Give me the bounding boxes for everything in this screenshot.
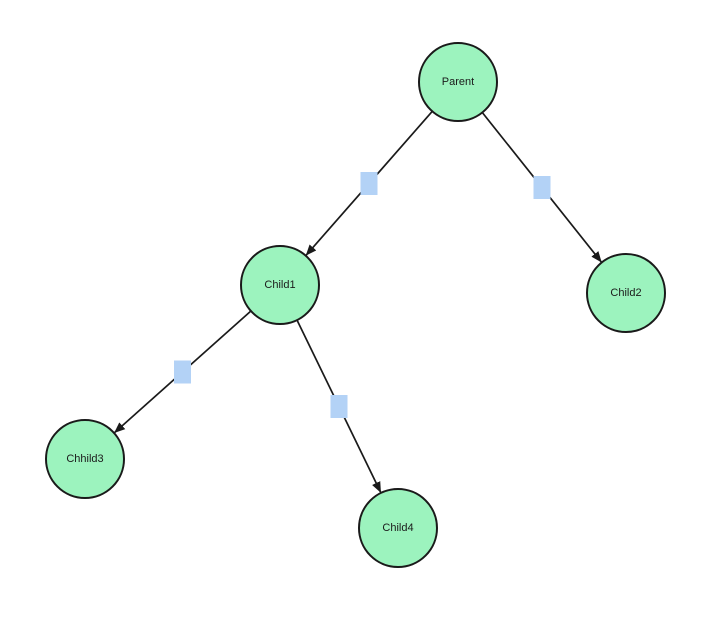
edges-layer [113, 110, 603, 494]
node-parent[interactable]: Parent [418, 42, 498, 122]
edge-handle-parent-child1[interactable] [360, 172, 378, 195]
node-circle[interactable] [240, 245, 320, 325]
edge-handle-child1-chhild3[interactable] [174, 360, 191, 384]
node-child4[interactable]: Child4 [358, 488, 438, 568]
node-chhild3[interactable]: Chhild3 [45, 419, 125, 499]
edge-handle-child1-child4[interactable] [330, 395, 348, 418]
node-child1[interactable]: Child1 [240, 245, 320, 325]
node-circle[interactable] [418, 42, 498, 122]
node-circle[interactable] [45, 419, 125, 499]
edge-handles-layer [174, 172, 551, 418]
node-child2[interactable]: Child2 [586, 253, 666, 333]
edge-handle-parent-child2[interactable] [533, 176, 551, 199]
node-circle[interactable] [358, 488, 438, 568]
node-circle[interactable] [586, 253, 666, 333]
